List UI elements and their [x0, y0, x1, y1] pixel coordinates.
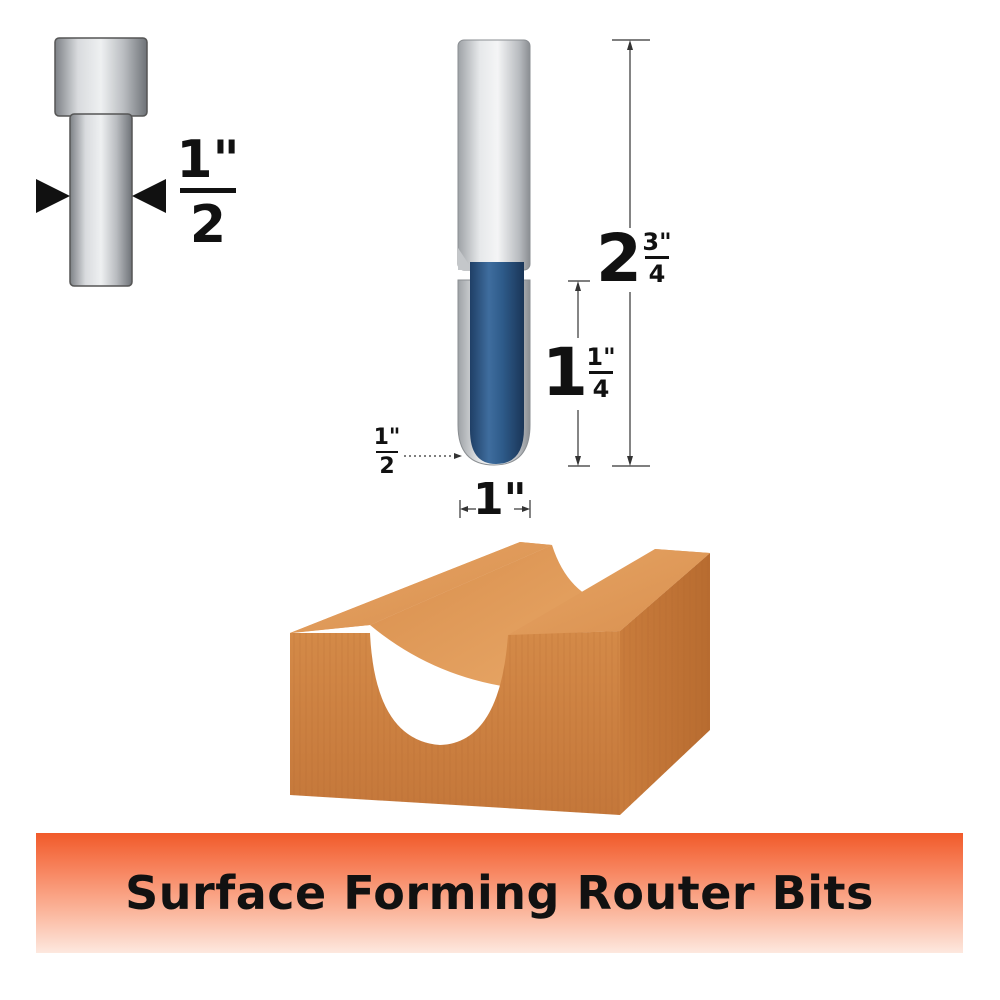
arrow-right-icon	[36, 179, 70, 213]
dimension-lines	[404, 39, 650, 518]
radius-numerator: 1"	[373, 425, 401, 450]
overall-length-whole: 2	[596, 220, 642, 297]
router-bit	[457, 39, 531, 466]
cutting-length-fraction: 1" 4	[584, 345, 618, 401]
cutting-diameter-label: 1"	[473, 474, 527, 525]
banner-title: Surface Forming Router Bits	[125, 866, 874, 920]
overall-length-fraction: 3" 4	[640, 230, 674, 286]
shank-diagram	[36, 37, 166, 287]
radius-denominator: 2	[379, 454, 395, 479]
bit-cutter	[470, 262, 524, 464]
cutting-length-denominator: 4	[592, 375, 610, 403]
wood-block	[290, 542, 710, 815]
cutting-length-numerator: 1"	[586, 343, 616, 371]
cutting-length-whole: 1	[542, 334, 588, 411]
radius-label: 1" 2	[370, 427, 404, 478]
title-banner: Surface Forming Router Bits	[36, 833, 963, 953]
shank-diameter-label: 1" 2	[176, 130, 240, 255]
shank-shaft	[69, 113, 133, 287]
shank-diameter-denominator: 2	[189, 195, 227, 255]
shank-diameter-numerator: 1"	[176, 130, 240, 190]
overall-length-numerator: 3"	[642, 228, 672, 256]
overall-length-denominator: 4	[648, 260, 666, 288]
arrow-left-icon	[132, 179, 166, 213]
